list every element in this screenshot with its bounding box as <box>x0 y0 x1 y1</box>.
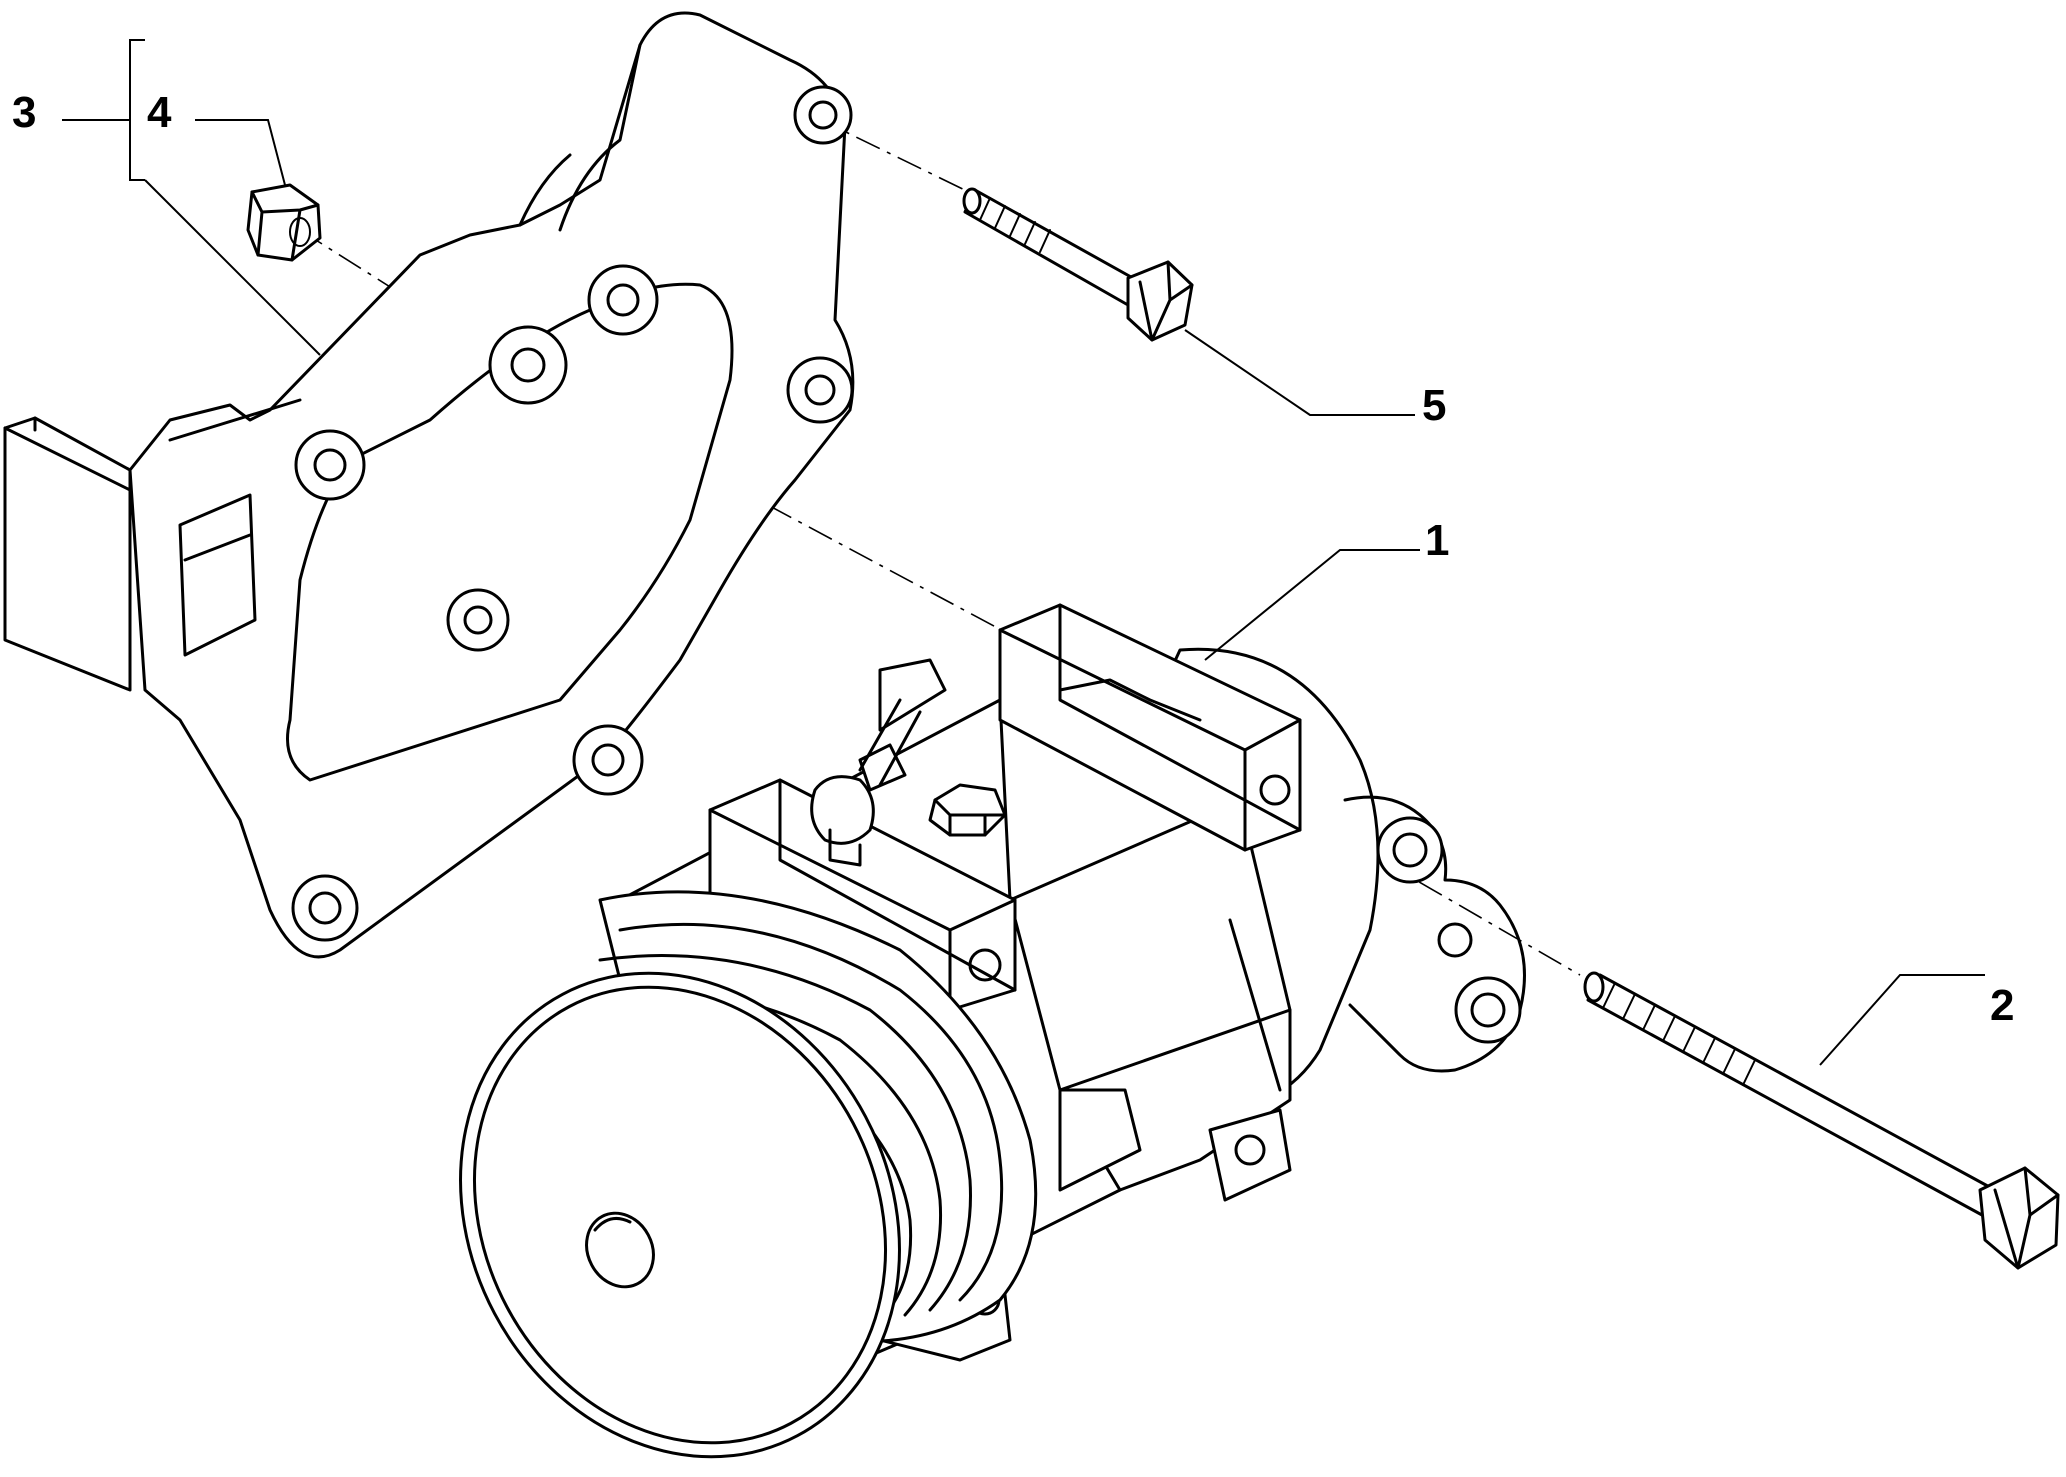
callout-4: 4 <box>147 88 172 137</box>
leader-lines <box>62 39 1985 1066</box>
short-bolt <box>962 187 1194 342</box>
callout-2: 2 <box>1990 981 2014 1030</box>
callout-3: 3 <box>12 88 36 137</box>
callout-1: 1 <box>1425 516 1449 565</box>
callout-labels: 3 4 5 1 2 <box>12 88 2014 1030</box>
long-bolt <box>1583 971 2060 1270</box>
compressor <box>459 603 1526 1459</box>
callout-5: 5 <box>1422 381 1446 430</box>
mounting-bracket <box>3 11 855 959</box>
nut <box>246 183 322 262</box>
